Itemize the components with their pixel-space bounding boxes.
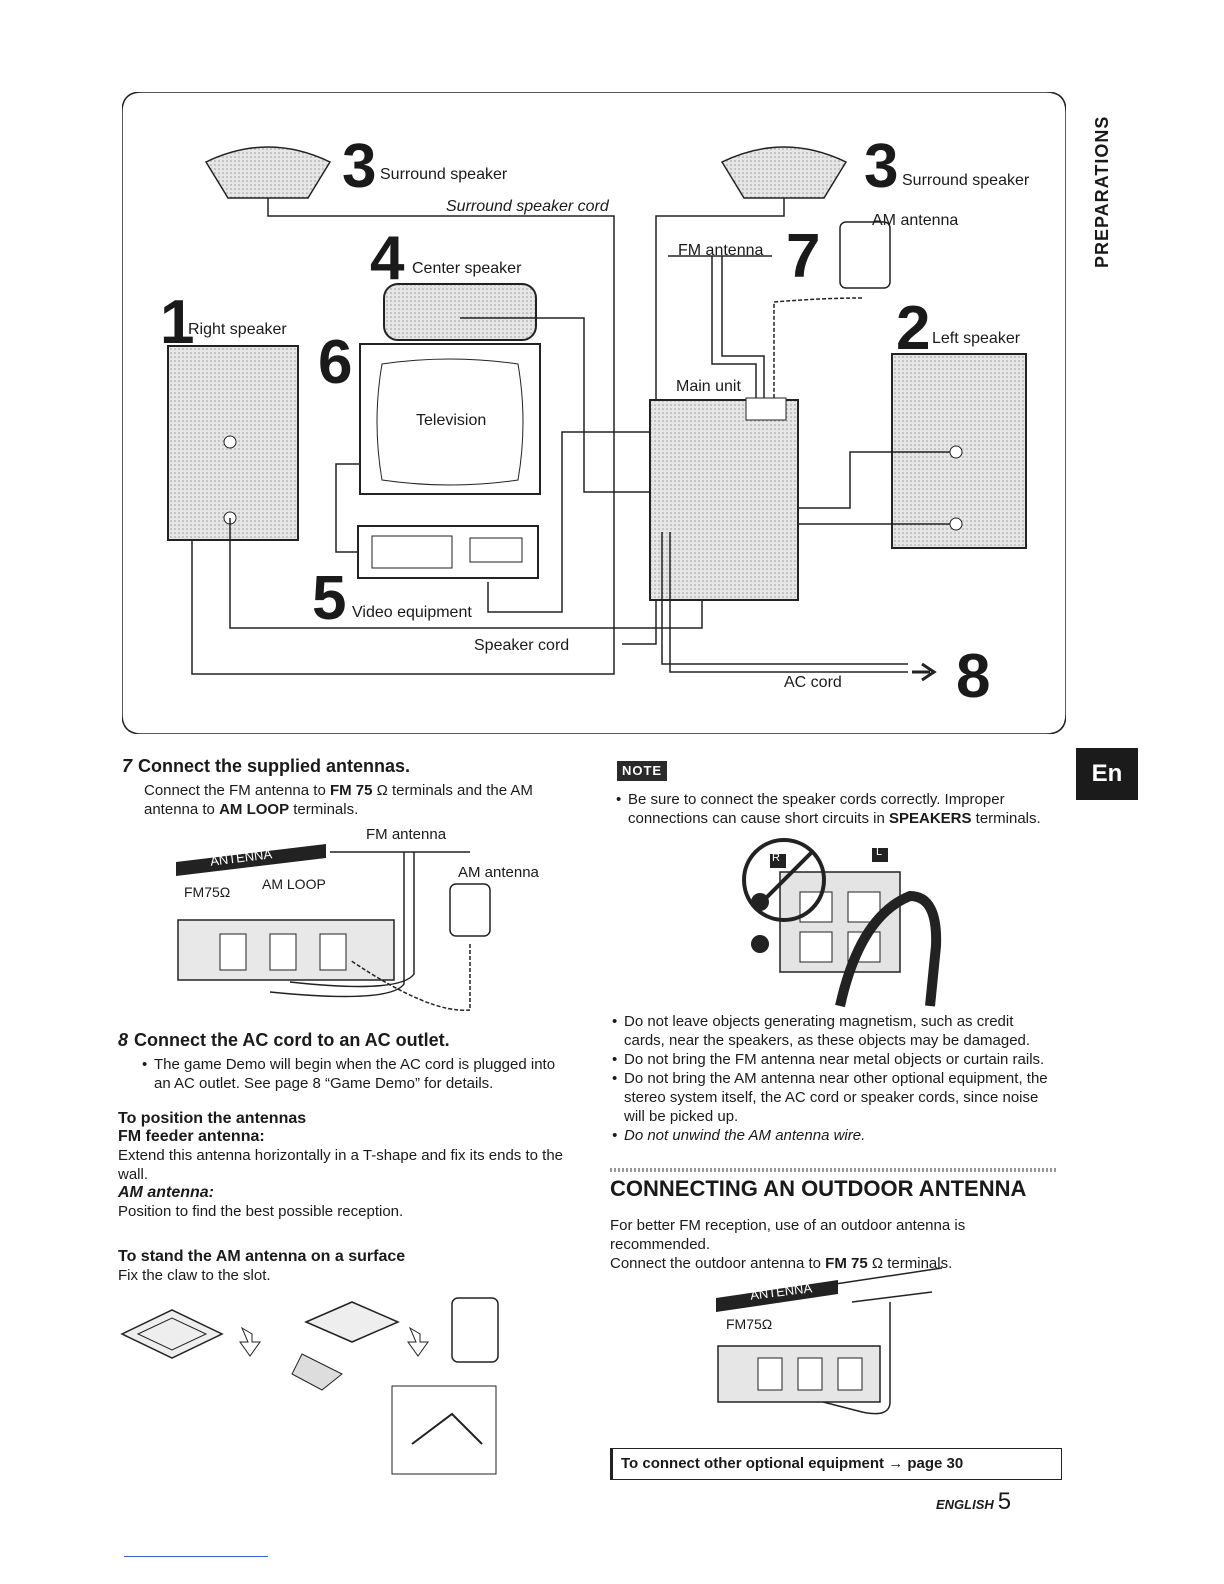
surround-cord-label: Surround speaker cord bbox=[446, 198, 609, 215]
stand-antenna-figure bbox=[112, 1294, 552, 1478]
center-speaker-label: Center speaker bbox=[412, 260, 522, 277]
step-number-8: 8 bbox=[956, 642, 991, 711]
bottom-rule bbox=[124, 1556, 268, 1557]
fig-am-antenna-label: AM antenna bbox=[458, 864, 539, 881]
step-number-4: 4 bbox=[370, 224, 405, 293]
antenna-connection-figure: ANTENNA FM75Ω AM LOOP FM antenna AM ante… bbox=[170, 824, 570, 1020]
step-8-number: 8 bbox=[118, 1030, 129, 1050]
fig-r-label: R bbox=[772, 852, 780, 864]
step-number-3-left: 3 bbox=[342, 132, 377, 201]
fig-l-label: L bbox=[876, 846, 883, 858]
fm75-terminal-label: FM75Ω bbox=[184, 884, 231, 900]
language-tab: En bbox=[1076, 748, 1138, 800]
video-equipment-shape bbox=[357, 525, 539, 579]
left-speaker-label: Left speaker bbox=[932, 330, 1021, 347]
note-badge: NOTE bbox=[617, 761, 667, 781]
connection-diagram: 1 Right speaker 2 Left speaker 3 Surroun… bbox=[122, 92, 1066, 734]
outdoor-antenna-text: For better FM reception, use of an outdo… bbox=[610, 1216, 1056, 1273]
am-antenna-text: Position to find the best possible recep… bbox=[118, 1203, 404, 1220]
am-loop-terminal-label: AM LOOP bbox=[262, 876, 326, 892]
television-label: Television bbox=[416, 412, 487, 429]
fm-antenna-label: FM antenna bbox=[678, 242, 764, 259]
ac-cord-label: AC cord bbox=[784, 674, 842, 691]
outdoor-antenna-title: CONNECTING AN OUTDOOR ANTENNA bbox=[610, 1176, 1027, 1201]
step-number-2: 2 bbox=[896, 294, 931, 363]
optional-equipment-reference: To connect other optional equipment → pa… bbox=[610, 1448, 1062, 1480]
surround-speaker-right-label: Surround speaker bbox=[902, 172, 1030, 189]
fm-feeder-heading: FM feeder antenna: bbox=[118, 1128, 265, 1145]
am-antenna-heading: AM antenna: bbox=[118, 1184, 214, 1201]
footer-language: ENGLISH bbox=[936, 1497, 994, 1512]
section-tab-label: PREPARATIONS bbox=[1092, 115, 1112, 268]
surround-speaker-left-label: Surround speaker bbox=[380, 166, 508, 183]
outdoor-text-2: Connect the outdoor antenna to FM 75 Ω t… bbox=[610, 1255, 953, 1272]
outdoor-text-1: For better FM reception, use of an outdo… bbox=[610, 1217, 966, 1253]
stand-antenna-section: To stand the AM antenna on a surface Fix… bbox=[118, 1248, 568, 1285]
outdoor-antenna-figure: ANTENNA FM75Ω bbox=[712, 1262, 952, 1442]
position-antennas-section: To position the antennas FM feeder anten… bbox=[118, 1110, 568, 1221]
step-7-number: 7 bbox=[122, 756, 133, 776]
step-7-text: Connect the FM antenna to FM 75 Ω termin… bbox=[144, 782, 533, 818]
step-number-3-right: 3 bbox=[864, 132, 899, 201]
step-number-5: 5 bbox=[312, 564, 347, 633]
note-bullet-5: Do not unwind the AM antenna wire. bbox=[612, 1126, 1056, 1145]
speaker-terminal-figure: R L bbox=[740, 836, 950, 1012]
fm-feeder-text: Extend this antenna horizontally in a T-… bbox=[118, 1147, 564, 1183]
note-bullet-1: Be sure to connect the speaker cords cor… bbox=[616, 790, 1068, 828]
step-8-bullet: The game Demo will begin when the AC cor… bbox=[142, 1055, 574, 1093]
main-unit-shape bbox=[649, 399, 799, 601]
television-shape bbox=[359, 343, 541, 495]
step-number-1: 1 bbox=[160, 288, 195, 357]
step-7-title: Connect the supplied antennas. bbox=[138, 756, 411, 776]
note-bullets: Do not leave objects generating magnetis… bbox=[612, 1012, 1056, 1145]
surround-speaker-right-shape bbox=[720, 146, 848, 199]
am-antenna-label: AM antenna bbox=[872, 212, 959, 229]
position-title: To position the antennas bbox=[118, 1110, 307, 1127]
outdoor-fm75-label: FM75Ω bbox=[726, 1316, 773, 1332]
speaker-cord-label: Speaker cord bbox=[474, 637, 570, 654]
right-speaker-label: Right speaker bbox=[188, 321, 287, 338]
note-bullet-3: Do not bring the FM antenna near metal o… bbox=[612, 1050, 1056, 1069]
diagram-svg bbox=[122, 92, 1066, 734]
fig-fm-antenna-label: FM antenna bbox=[366, 826, 447, 843]
step-number-6: 6 bbox=[318, 328, 353, 397]
page-number: 5 bbox=[997, 1488, 1012, 1515]
stand-title: To stand the AM antenna on a surface bbox=[118, 1248, 406, 1265]
video-equipment-label: Video equipment bbox=[352, 604, 472, 621]
note-bullet-4: Do not bring the AM antenna near other o… bbox=[612, 1069, 1056, 1126]
section-tab: PREPARATIONS bbox=[1088, 92, 1116, 272]
am-antenna-shape bbox=[839, 221, 891, 289]
center-speaker-shape bbox=[383, 283, 537, 341]
surround-speaker-left-shape bbox=[204, 146, 332, 199]
main-unit-label: Main unit bbox=[676, 378, 741, 395]
diagram-frame bbox=[122, 92, 1066, 734]
section-divider bbox=[610, 1168, 1056, 1172]
note-bullet-2: Do not leave objects generating magnetis… bbox=[612, 1012, 1056, 1050]
stand-text: Fix the claw to the slot. bbox=[118, 1267, 271, 1284]
step-number-7: 7 bbox=[786, 222, 821, 291]
step-8-title: Connect the AC cord to an AC outlet. bbox=[134, 1030, 450, 1050]
